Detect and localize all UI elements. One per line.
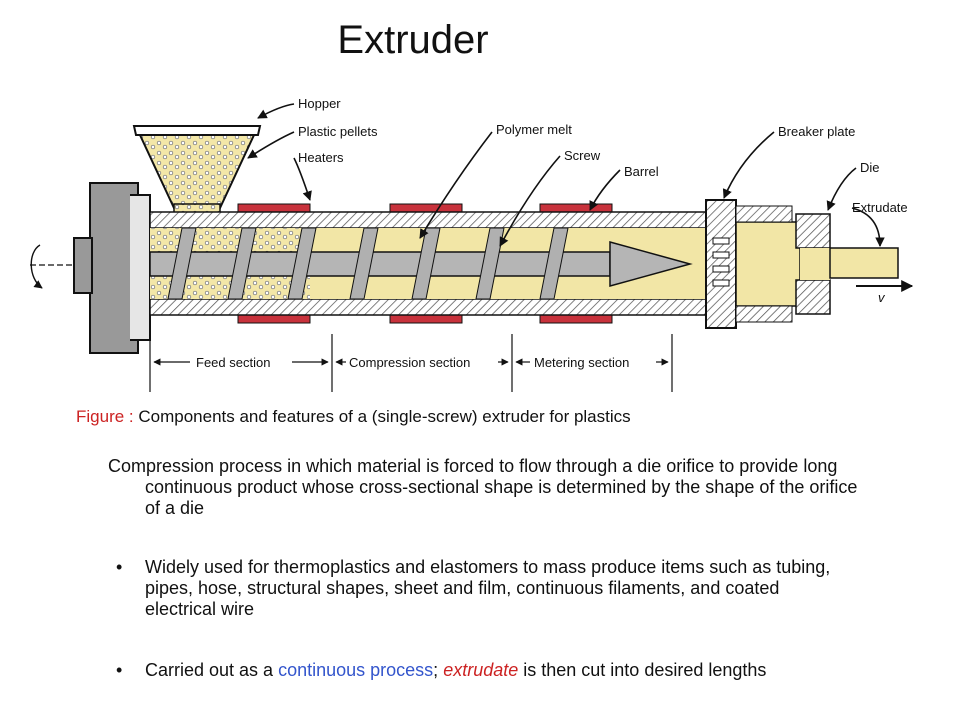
label-hopper: Hopper [298, 96, 341, 111]
label-extrudate: Extrudate [852, 200, 908, 215]
caption-prefix: Figure : [76, 407, 139, 426]
label-screw: Screw [564, 148, 601, 163]
bullet2-post: is then cut into desired lengths [518, 660, 767, 680]
intro-paragraph: Compression process in which material is… [108, 456, 858, 518]
screw [149, 227, 693, 300]
breaker-plate [705, 199, 737, 329]
figure-caption: Figure : Components and features of a (s… [76, 407, 631, 427]
bullet-marker: • [116, 660, 123, 680]
label-metering-section: Metering section [534, 355, 629, 370]
page-title: Extruder [337, 18, 489, 62]
label-feed-section: Feed section [196, 355, 270, 370]
label-compression-section: Compression section [349, 355, 470, 370]
bullet-continuous-process: Carried out as a continuous process; ext… [145, 660, 845, 681]
die [735, 205, 831, 323]
label-breaker-plate: Breaker plate [778, 124, 855, 139]
bullet-thermoplastics: Widely used for thermoplastics and elast… [145, 557, 831, 619]
caption-text: Components and features of a (single-scr… [138, 407, 631, 426]
drive-housing [73, 182, 151, 354]
extrudate-term: extrudate [443, 660, 519, 680]
heaters [237, 203, 613, 324]
label-polymer-melt: Polymer melt [496, 122, 572, 137]
label-die: Die [860, 160, 880, 175]
label-barrel: Barrel [624, 164, 659, 179]
rotation-arrow-icon [30, 244, 74, 289]
leader-lines [247, 103, 885, 247]
bullet-marker: • [116, 557, 123, 577]
continuous-process-term: continuous process [278, 660, 434, 680]
extrudate [829, 247, 899, 279]
section-dimensions [149, 334, 673, 392]
label-plastic-pellets: Plastic pellets [298, 124, 378, 139]
extruder-diagram: Hopper Plastic pellets Heaters Polymer m… [30, 96, 914, 392]
bullet2-pre: Carried out as a [145, 660, 279, 680]
label-heaters: Heaters [298, 150, 344, 165]
bullet2-mid: ; [433, 660, 444, 680]
label-velocity: v [878, 290, 886, 305]
